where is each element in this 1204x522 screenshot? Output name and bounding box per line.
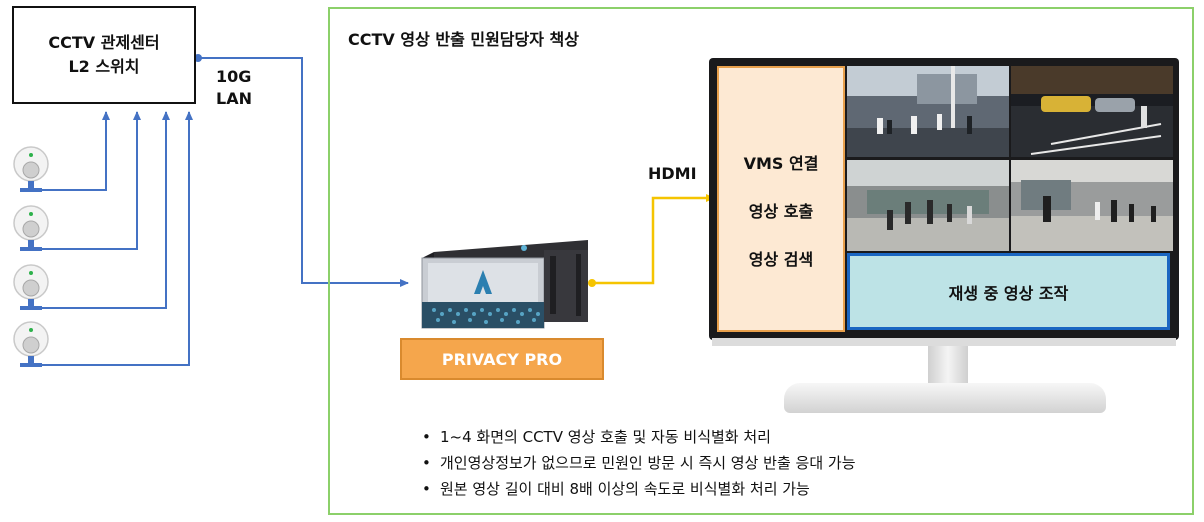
lan-uplink-wire xyxy=(198,57,409,287)
camera-wires xyxy=(40,111,193,366)
switch-title-line1: CCTV 관제센터 xyxy=(48,33,160,52)
feature-item: 개인영상정보가 없으므로 민원인 방문 시 즉시 영상 반출 응대 가능 xyxy=(420,450,856,476)
lan-link-label: 10G LAN xyxy=(216,66,252,110)
lan-type: LAN xyxy=(216,89,252,108)
server-appliance-icon xyxy=(421,240,588,329)
panel-title: CCTV 영상 반출 민원담당자 책상 xyxy=(348,30,579,49)
hdmi-wire xyxy=(592,194,715,285)
vms-connect-item[interactable]: VMS 연결 xyxy=(743,154,819,173)
switch-title-line2: L2 스위치 xyxy=(68,57,140,76)
feature-item: 1~4 화면의 CCTV 영상 호출 및 자동 비식별화 처리 xyxy=(420,424,856,450)
camera-wire-1 xyxy=(40,111,110,191)
video-tile-subway-hall xyxy=(1011,160,1173,251)
desk-panel xyxy=(328,7,1194,515)
monitor-stand-neck xyxy=(928,346,968,388)
video-search-item[interactable]: 영상 검색 xyxy=(748,250,814,269)
video-tile-parking-night xyxy=(1011,66,1173,157)
vms-menu-panel: VMS 연결 영상 호출 영상 검색 xyxy=(717,66,845,332)
playback-label: 재생 중 영상 조작 xyxy=(948,283,1069,303)
feature-item: 원본 영상 길이 대비 8배 이상의 속도로 비식별화 처리 가능 xyxy=(420,476,856,502)
monitor-bottom-bezel xyxy=(712,338,1176,346)
l2-switch-box: CCTV 관제센터 L2 스위치 xyxy=(12,6,196,104)
video-tile-subway-gate xyxy=(847,160,1009,251)
cctv-camera-icon xyxy=(13,205,49,251)
camera-wire-2 xyxy=(40,111,141,250)
video-call-item[interactable]: 영상 호출 xyxy=(748,202,814,221)
video-tile-street-night xyxy=(847,66,1009,157)
camera-wire-3 xyxy=(40,111,170,309)
cctv-camera-icon xyxy=(13,321,49,367)
feature-list: 1~4 화면의 CCTV 영상 호출 및 자동 비식별화 처리 개인영상정보가 … xyxy=(420,424,856,502)
playback-control-panel[interactable]: 재생 중 영상 조작 xyxy=(847,253,1170,330)
hdmi-label: HDMI xyxy=(648,164,697,183)
product-name: PRIVACY PRO xyxy=(441,349,563,369)
camera-wire-4 xyxy=(40,111,193,366)
cctv-camera-icon xyxy=(13,264,49,310)
lan-speed: 10G xyxy=(216,67,252,86)
monitor-stand-base xyxy=(784,383,1106,413)
cctv-camera-icon xyxy=(13,146,49,192)
product-badge: PRIVACY PRO xyxy=(400,338,604,380)
